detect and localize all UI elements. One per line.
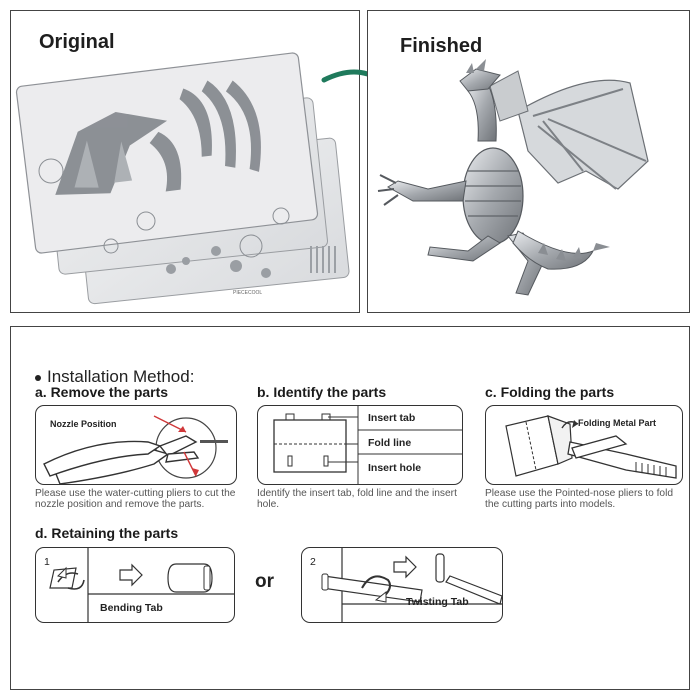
folding-metal-part-label: Folding Metal Part [578, 418, 657, 428]
step-b-title: b. Identify the parts [257, 384, 387, 400]
step-d-number-2: 2 [310, 556, 316, 568]
metal-sheets-image: PIECECOOL [15, 52, 350, 305]
step-a-illustration: Nozzle Position [35, 405, 237, 485]
folding-pliers-icon [505, 415, 677, 479]
bending-tab-label: Bending Tab [100, 602, 163, 614]
twisting-tab-icon [321, 548, 502, 622]
pliers-cutting-icon [43, 415, 228, 484]
step-b-illustration: Insert tab Fold line Insert hole [257, 405, 463, 485]
installation-method-heading: Installation Method: [35, 367, 194, 387]
bending-tab-icon [49, 548, 234, 622]
step-c-title: c. Folding the parts [485, 384, 615, 400]
step-d-title: d. Retaining the parts [35, 525, 179, 541]
original-title: Original [39, 31, 115, 53]
fold-line-label: Fold line [368, 437, 412, 449]
dragon-model-image [377, 59, 649, 296]
bullet-icon [35, 374, 41, 381]
part-diagram-icon [273, 406, 462, 484]
twisting-tab-label: Twisting Tab [406, 596, 469, 608]
finished-title: Finished [400, 35, 483, 57]
original-panel: Original [10, 10, 360, 313]
step-b-description: Identify the insert tab, fold line and t… [257, 488, 457, 510]
nozzle-position-label: Nozzle Position [50, 419, 117, 429]
sheet-brand-text: PIECECOOL [233, 290, 262, 296]
or-separator: or [255, 571, 274, 592]
installation-panel: Installation Method: a. Remove the parts… [10, 326, 690, 690]
step-c-illustration: Folding Metal Part [485, 405, 683, 485]
bending-tab-illustration: 1 Bending Tab [35, 547, 235, 623]
step-d-number-1: 1 [44, 556, 50, 568]
step-a-title: a. Remove the parts [35, 384, 169, 400]
insert-hole-label: Insert hole [368, 462, 422, 474]
twisting-tab-illustration: 2 Twisting Tab [301, 547, 503, 623]
step-c-description: Please use the Pointed-nose pliers to fo… [485, 488, 674, 510]
insert-tab-label: Insert tab [368, 412, 416, 424]
finished-panel: Finished [367, 10, 690, 313]
step-a-description: Please use the water-cutting pliers to c… [35, 488, 236, 510]
